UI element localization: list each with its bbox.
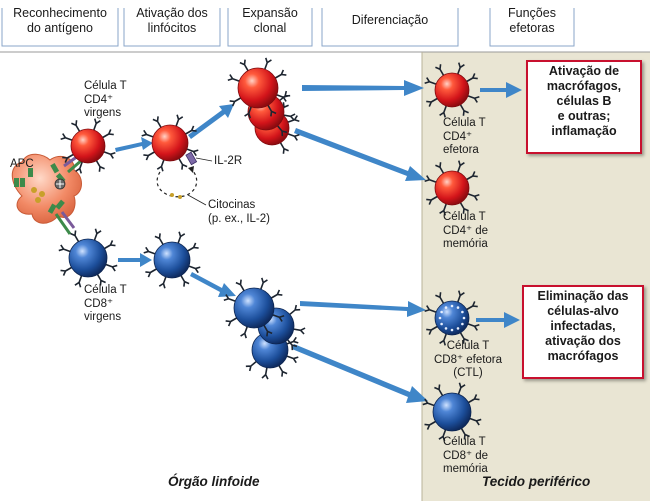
header-lymphocyte-activation-text: Ativação dos linfócitos	[136, 6, 208, 35]
memory-cd4-label: Célula T CD4⁺ de memória	[443, 211, 489, 250]
header-antigen-recognition-text: Reconhecimento do antígeno	[13, 6, 107, 35]
header-differentiation-text: Diferenciação	[351, 13, 429, 27]
header-clonal-expansion-text: Expansão clonal	[242, 6, 298, 35]
arrow-cd4-function	[480, 82, 522, 98]
arrow-cd8-expansion	[190, 272, 236, 297]
arrow-cd8-memory	[292, 344, 428, 403]
naive-cd4-label: Célula T CD4⁺ virgens	[84, 80, 127, 119]
cd4-function-text: Ativação de macrófagos, células B e outr…	[546, 64, 622, 138]
expanded-cd8-cell-1	[223, 277, 285, 339]
arrow-cd8-effector	[300, 301, 426, 317]
t-cells	[58, 57, 482, 442]
il2r-receptor	[185, 151, 213, 166]
cytokine-loop	[156, 166, 207, 206]
naive-cd4-cell	[60, 118, 116, 174]
header-clonal-expansion: Expansão clonal	[228, 6, 312, 36]
header-differentiation: Diferenciação	[322, 13, 458, 28]
cd8-function-text: Eliminação das células-alvo infectadas, …	[537, 289, 629, 363]
peripheral-tissue-label: Tecido periférico	[482, 474, 591, 489]
header-lymphocyte-activation: Ativação dos linfócitos	[124, 6, 220, 36]
effector-cd8-label: Célula T CD8⁺ efetora (CTL)	[433, 340, 503, 379]
expanded-cd4-cell-1	[227, 57, 289, 119]
effector-cd4-cell	[424, 62, 480, 118]
lymphoid-organ-panel	[0, 52, 422, 501]
memory-cd8-cell	[422, 382, 482, 442]
arrow-cd4-activation	[115, 137, 153, 152]
cytokines-label: Citocinas (p. ex., IL-2)	[208, 199, 270, 225]
effector-cd4-label: Célula T CD4⁺ efetora	[443, 117, 486, 156]
apc-label: APC	[10, 158, 34, 170]
cd8-function-box: Eliminação das células-alvo infectadas, …	[522, 285, 644, 379]
activated-cd8-cell	[143, 231, 201, 289]
lymphoid-organ-label: Órgão linfoide	[168, 474, 260, 489]
memory-cd4-cell	[424, 160, 480, 216]
arrow-cd4-effector	[302, 80, 424, 96]
arrow-cd8-activation	[118, 253, 152, 267]
memory-cd8-label: Célula T CD8⁺ de memória	[443, 436, 489, 475]
header-effector-functions: Funções efetoras	[490, 6, 574, 36]
il2r-label: IL-2R	[214, 155, 243, 167]
header-tabs	[1, 8, 575, 47]
arrows	[115, 80, 522, 403]
cd4-function-box: Ativação de macrófagos, células B e outr…	[526, 60, 642, 154]
naive-cd8-label: Célula T CD8⁺ virgens	[84, 284, 127, 323]
arrow-cd4-memory	[294, 128, 426, 181]
effector-cd8-cell	[424, 290, 480, 346]
apc-cell	[11, 153, 83, 235]
header-effector-functions-text: Funções efetoras	[508, 6, 556, 35]
activated-cd4-cell	[141, 114, 199, 172]
naive-cd8-cell	[58, 228, 118, 288]
arrow-cd8-function	[476, 312, 520, 328]
arrow-cd4-expansion	[188, 104, 234, 139]
header-antigen-recognition: Reconhecimento do antígeno	[2, 6, 118, 36]
